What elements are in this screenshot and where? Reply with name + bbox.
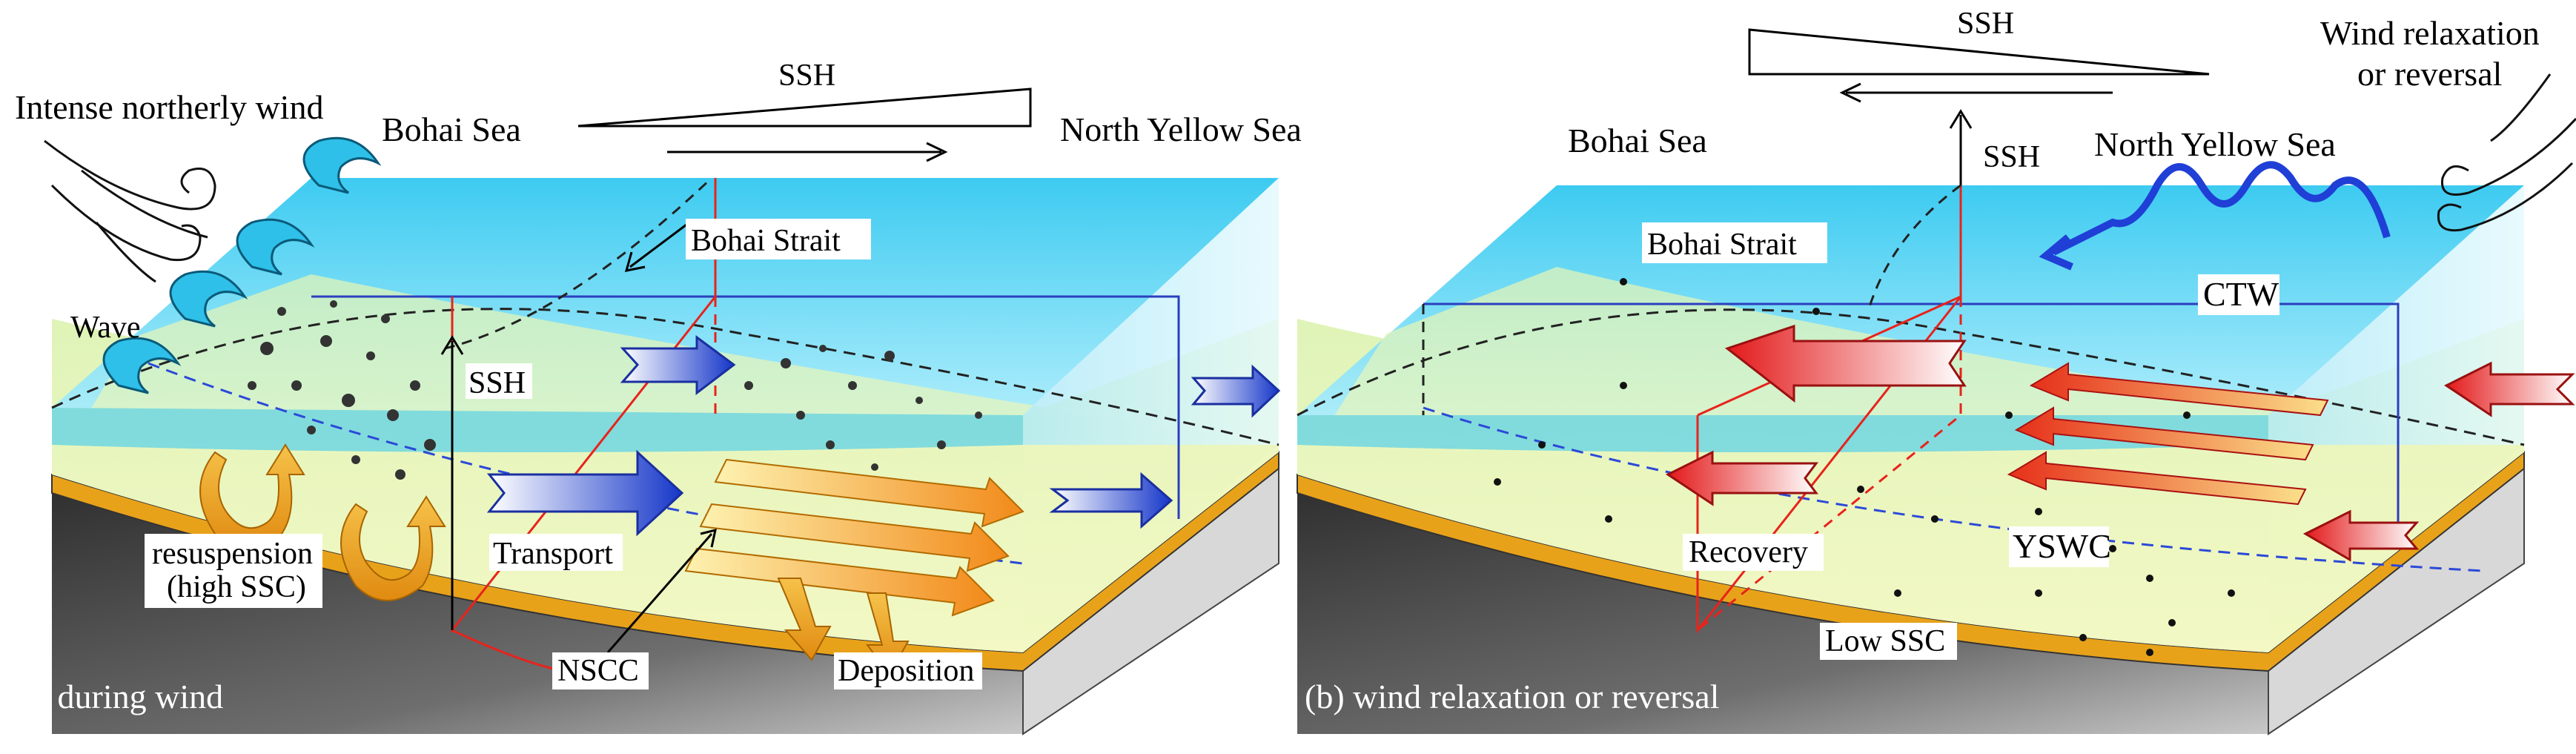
nscc-flow-arrows (684, 458, 1024, 676)
water-front-a (52, 408, 1023, 452)
bohai-strait-label-b: Bohai Strait (1647, 228, 1797, 262)
blue-frame-a (311, 295, 1180, 519)
wave-label: Wave (70, 311, 141, 345)
strait-plane-b (1696, 185, 1962, 634)
strait-pointer-a (629, 221, 690, 268)
ssh-slope-a (577, 87, 1032, 162)
yswc-bg (2009, 526, 2109, 567)
sediment-bed-b (1297, 267, 2524, 652)
panel-b: Wind relaxation or reversal Bohai Sea No… (1297, 7, 2576, 735)
transport-bg (489, 534, 623, 571)
wind-label-a: Intense northerly wind (15, 88, 323, 126)
bohai-strait-bg-a (686, 219, 871, 259)
dashed-blue-line-b (1423, 406, 2484, 572)
ctw-label: CTW (2203, 275, 2279, 313)
ssh-axis-label-a: SSH (468, 366, 526, 400)
ssh-axis-bg-a (466, 363, 532, 399)
low-ssc-label: Low SSC (1825, 624, 1945, 658)
wind-swirl-icon-b (2437, 73, 2576, 232)
panel-a: Intense northerly wind Bohai Sea North Y… (11, 59, 1302, 735)
ctw-wave-head (2039, 234, 2073, 271)
panel-a-caption: (a) during wind (11, 678, 223, 715)
yswc-label: YSWC (2013, 527, 2111, 565)
dashed-seabed-line-a (51, 308, 1279, 446)
ssh-top-label-a: SSH (778, 59, 835, 93)
yswc-flow-arrows (2007, 362, 2329, 506)
block-arrow-icon (486, 335, 1281, 537)
nscc-label: NSCC (557, 654, 639, 688)
dashed-seabed-line-b (1297, 308, 2525, 446)
panel-b-caption: (b) wind relaxation or reversal (1305, 678, 1719, 715)
blue-frame-b (1423, 302, 2400, 526)
bohai-sea-label-b: Bohai Sea (1568, 122, 1707, 159)
block-arrow-icon-b (1666, 324, 2575, 562)
ssh-axis-label-b: SSH (1983, 140, 2040, 174)
ctw-wave-icon (2051, 161, 2391, 256)
sediment-particles-a (248, 300, 982, 480)
curved-arrow-icon (199, 443, 446, 601)
deposition-bg (834, 652, 982, 689)
transport-label: Transport (493, 537, 613, 571)
bohai-strait-label-a: Bohai Strait (691, 224, 841, 258)
north-yellow-sea-label-a: North Yellow Sea (1060, 110, 1302, 148)
ssh-axis-head-a (440, 335, 464, 355)
ctw-bg (2198, 274, 2279, 315)
ssh-axis-head-b (1949, 109, 1973, 129)
nscc-pointer (606, 533, 713, 653)
ssh-dash-b (1867, 184, 1961, 312)
bohai-sea-label-a: Bohai Sea (382, 110, 521, 148)
recovery-bg (1683, 534, 1824, 571)
wind-label-b-1: Wind relaxation (2320, 14, 2540, 52)
north-yellow-sea-label-b: North Yellow Sea (2094, 125, 2336, 163)
recovery-label: Recovery (1689, 535, 1808, 569)
wave-icon (102, 136, 382, 394)
low-ssc-bg (1820, 623, 1957, 660)
deposition-label: Deposition (838, 654, 974, 688)
nscc-bg (552, 652, 649, 689)
strait-pointer-head-a (624, 251, 646, 272)
wind-label-b-2: or reversal (2357, 55, 2502, 93)
resuspension-label-1: resuspension (152, 537, 313, 571)
ssh-top-label-b: SSH (1957, 7, 2014, 41)
bohai-strait-bg-b (1642, 222, 1827, 263)
resuspension-label-2: (high SSC) (167, 570, 306, 604)
nscc-pointer-head (700, 528, 717, 548)
wind-swirl-icon (44, 139, 216, 283)
ssh-slope-b (1748, 28, 2210, 103)
resuspension-bg (145, 534, 322, 608)
